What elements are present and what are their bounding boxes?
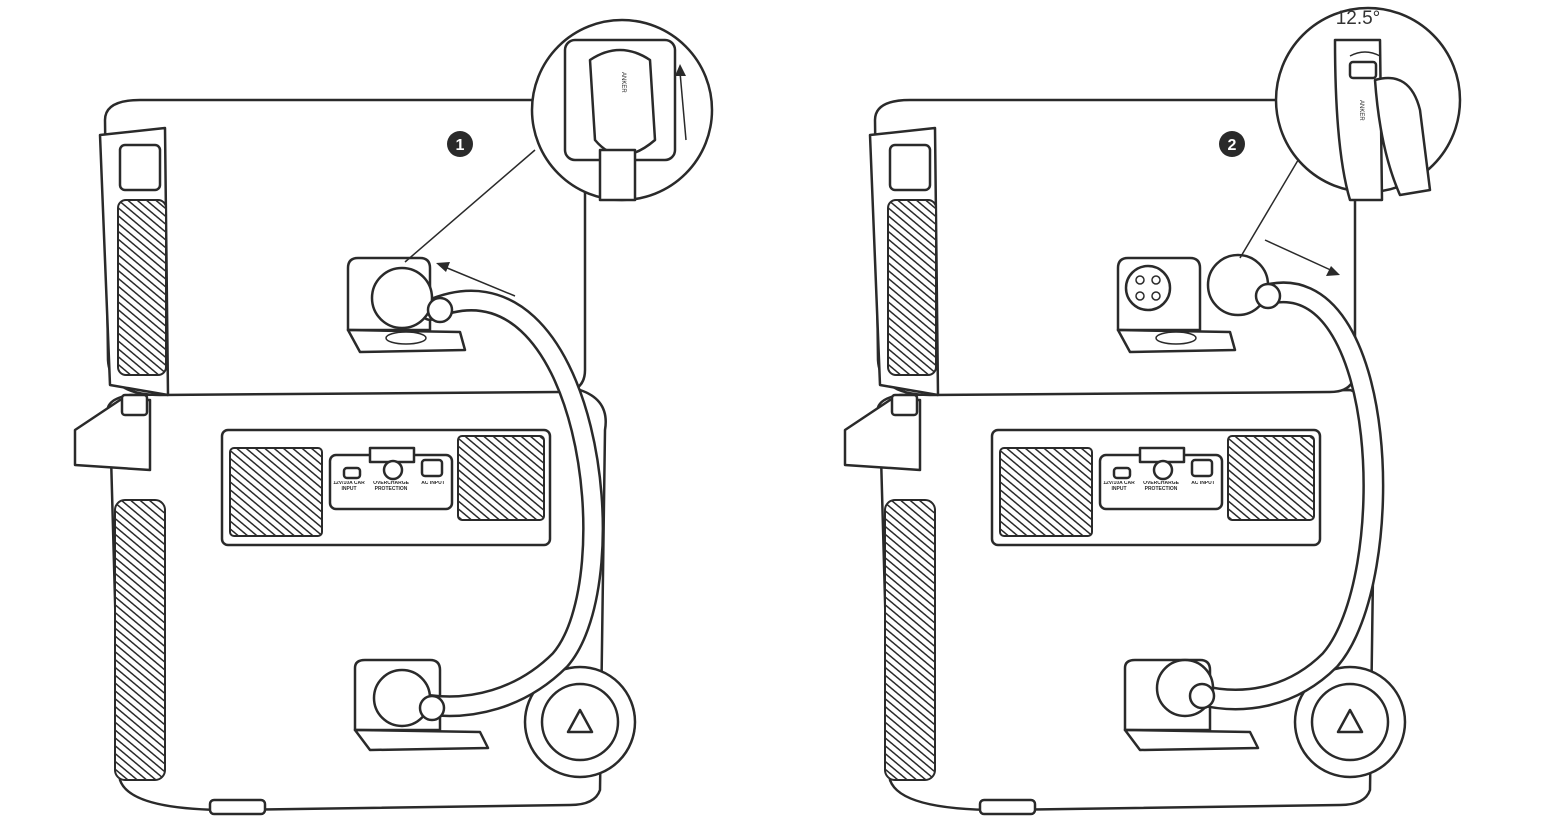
rear-panel-labels: 12V/10A CAR INPUT OVERCHARGE PROTECTION …	[1103, 481, 1215, 492]
ac-input-label: AC INPUT	[1191, 481, 1215, 486]
pull-arrow	[1264, 239, 1336, 273]
car-input-label: 12V/10A CAR INPUT	[1103, 481, 1135, 492]
step-1-illustration: ANKER 1 12V/10A CAR INPUT OVERCHARGE PRO…	[73, 18, 714, 816]
car-input-label: 12V/10A CAR INPUT	[333, 481, 365, 492]
overcharge-label: OVERCHARGE PROTECTION	[1143, 481, 1179, 492]
rear-panel-labels: 12V/10A CAR INPUT OVERCHARGE PROTECTION …	[333, 481, 445, 492]
overcharge-label: OVERCHARGE PROTECTION	[373, 481, 409, 492]
brand-label: ANKER	[620, 72, 626, 93]
detached-plug	[1206, 253, 1270, 317]
step-badge	[1219, 131, 1245, 157]
step-number: 1	[456, 137, 465, 154]
step-badge	[447, 131, 473, 157]
callout-zoom-1: ANKER	[530, 18, 714, 202]
rotation-angle: 12.5°	[1336, 8, 1381, 29]
brand-label: ANKER	[1358, 100, 1364, 121]
top-plug	[370, 266, 434, 330]
bottom-plug	[372, 668, 432, 728]
ac-input-label: AC INPUT	[421, 481, 445, 486]
callout-zoom-2: ANKER 12.5°	[1274, 6, 1462, 202]
step-2-illustration: ANKER 12.5° 2 12V/10A CAR INPUT OVERCHAR…	[843, 6, 1462, 816]
push-arrow	[439, 264, 516, 297]
battery-socket	[1124, 264, 1172, 312]
step-number: 2	[1228, 137, 1237, 154]
